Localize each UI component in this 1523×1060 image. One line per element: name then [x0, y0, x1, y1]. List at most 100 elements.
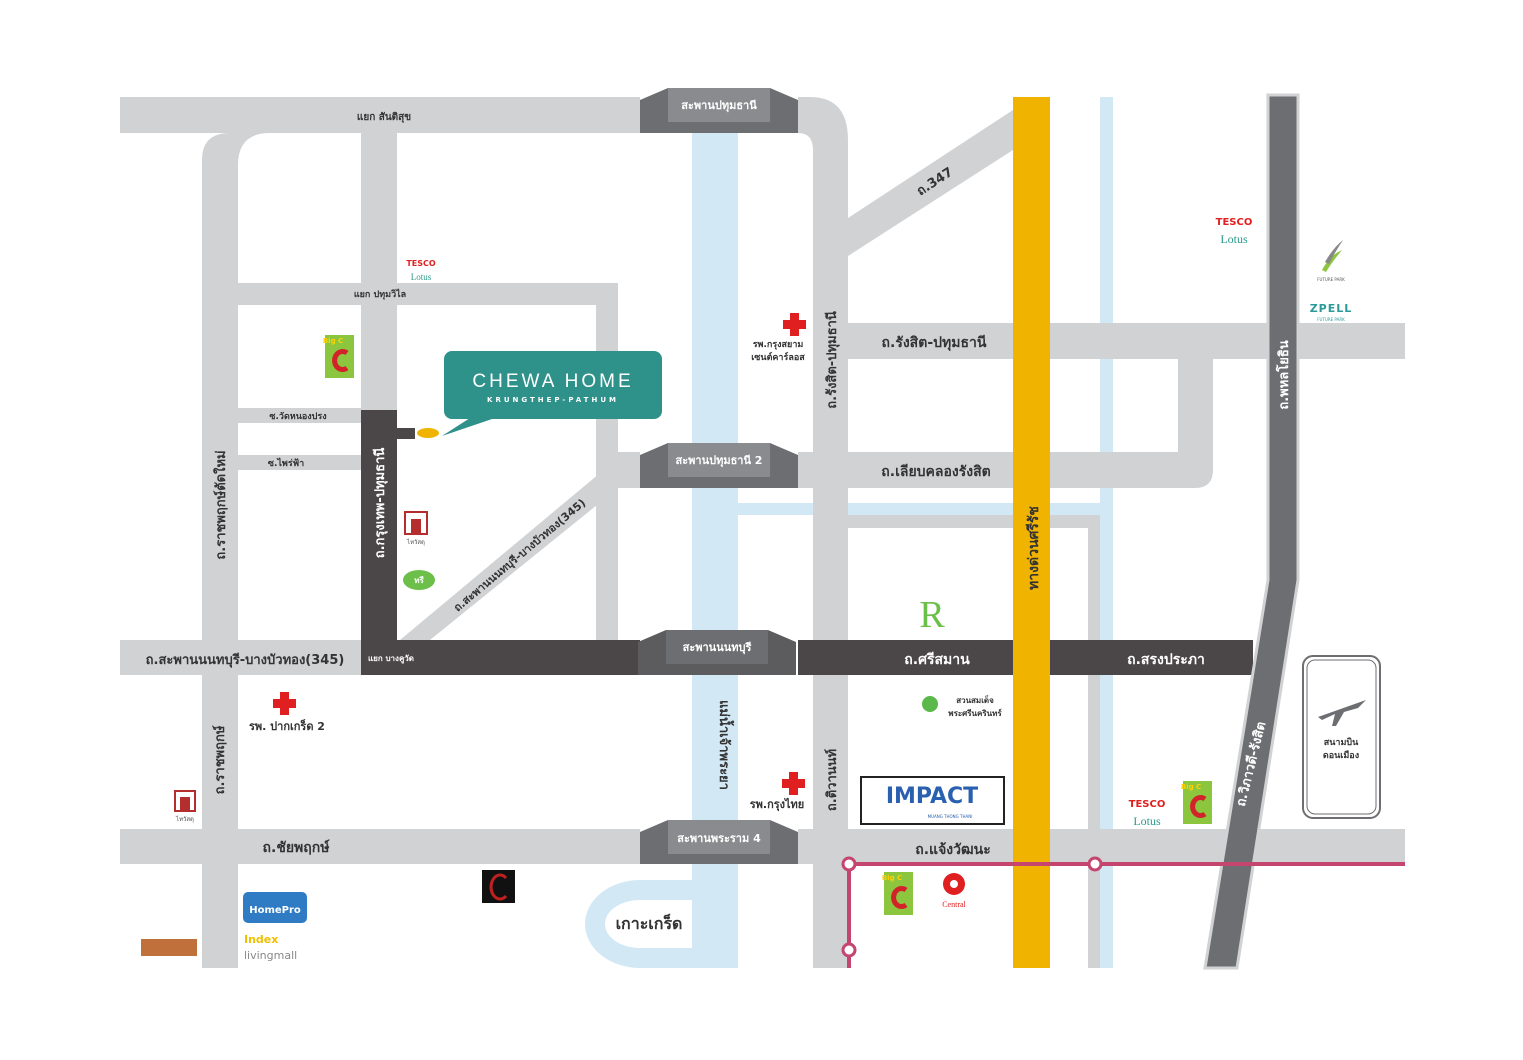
- impact-logo: IMPACT MUANG THONG THANI: [860, 776, 1005, 825]
- label-santisuk: แยก สันติสุข: [357, 111, 411, 123]
- label-tiwanon: ถ.ติวานนท์: [824, 749, 840, 811]
- hospital-icon: [783, 313, 806, 336]
- road-phrai-fa: [238, 455, 361, 470]
- logo-text: FUTURE PARK: [1317, 277, 1345, 282]
- label-ko-kret: เกาะเกร็ด: [616, 912, 683, 933]
- big-c-logo: Big C: [882, 872, 913, 915]
- rail-station: [841, 856, 857, 872]
- logo-text: Lotus: [411, 272, 432, 282]
- label-rangsit-pathum-vertical: ถ.รังสิต-ปทุมธานี: [824, 311, 840, 409]
- logo-text: ZPELL: [1310, 302, 1353, 315]
- park-sri-nakarin: สวนสมเด็จ พระศรีนครินทร์: [922, 694, 1002, 718]
- label-si-saman: ถ.ศรีสมาน: [904, 652, 970, 668]
- label-pathumwilai: แยก ปทุมวิไล: [354, 288, 406, 300]
- logo-text: Lotus: [1133, 814, 1161, 828]
- project-location-marker[interactable]: [417, 428, 439, 438]
- logo-text: TESCO: [1129, 799, 1166, 810]
- thaiwatsadu-logo: ไทวัสดุ: [404, 511, 428, 546]
- label-chaengwattana: ถ.แจ้งวัฒนะ: [915, 842, 990, 858]
- label-ratchaphruek-new: ถ.ราชพฤกษ์ตัดใหม่: [212, 450, 229, 559]
- index-livingmall-logo: Index livingmall: [244, 933, 297, 962]
- label-rangsit-pathum: ถ.รังสิต-ปทุมธานี: [882, 335, 987, 351]
- road-345-west: [120, 640, 361, 675]
- airplane-icon: [1318, 700, 1366, 726]
- road-diagonal-345: [400, 458, 618, 640]
- hospital-icon: [273, 692, 296, 715]
- bridge-label: สะพานนนทบุรี: [683, 641, 752, 655]
- road-tiwanon: [798, 97, 848, 968]
- big-c-mark-icon: [332, 349, 349, 372]
- label-diag-345: ถ.สะพานนนทบุรี-บางบัวทอง(345): [451, 496, 589, 615]
- road-chaiyaphruek: [120, 829, 640, 864]
- label-bang-khu-wat: แยก บางคูวัด: [368, 654, 414, 664]
- bridge-pathum: สะพานปทุมธานี: [640, 88, 798, 133]
- road-krungthep-pathum-north: [361, 133, 397, 410]
- roads: [120, 97, 1405, 968]
- project-access-road: [397, 428, 415, 439]
- rail-station: [1087, 856, 1103, 872]
- label-songprapa: ถ.สรงประภา: [1127, 652, 1205, 668]
- label-345: ถ.สะพานนนทบุรี-บางบัวทอง(345): [146, 652, 345, 668]
- logo-text: TESCO: [1216, 217, 1253, 228]
- logo-text: Central: [942, 900, 966, 909]
- thaiwatsadu-logo: ไทวัสดุ: [174, 790, 196, 823]
- road-wat-nong-prong: [238, 408, 361, 423]
- label-liap-khlong: ถ.เลียบคลองรังสิต: [881, 464, 990, 480]
- tree-icon: [922, 696, 938, 712]
- airport-name: สนามบิน: [1324, 737, 1359, 748]
- robinson-logo: R: [919, 594, 945, 636]
- brand-name: CHEWA HOME: [472, 371, 633, 392]
- airport-don-mueang: สนามบิน ดอนเมือง: [1302, 655, 1381, 819]
- road-phahon-vibhavadi: [1203, 93, 1300, 970]
- big-c-mark-icon: [891, 886, 908, 909]
- bridge-pathum-2: สะพานปทุมธานี 2: [640, 443, 798, 488]
- logo-text: Big C: [882, 874, 902, 882]
- logo-text: Big C: [1181, 783, 1201, 791]
- rail-line: [841, 856, 1405, 968]
- logo-text: Big C: [323, 337, 343, 345]
- logo-text: ไทวัสดุ: [406, 538, 425, 546]
- logo-text: FUTURE PARK: [1317, 317, 1345, 322]
- park-name: สวนสมเด็จ: [956, 694, 994, 705]
- bridge-nonthaburi: สะพานนนทบุรี: [638, 630, 796, 675]
- logo-text: HomePro: [249, 905, 301, 916]
- airport-name: ดอนเมือง: [1323, 749, 1359, 761]
- tesco-lotus-logo: TESCO Lotus: [1216, 217, 1253, 246]
- tesco-lotus-logo: TESCO Lotus: [1129, 799, 1166, 828]
- bridge-rama4: สะพานพระราม 4: [640, 820, 798, 864]
- tesco-lotus-logo: TESCO Lotus: [406, 259, 436, 282]
- hospital-name: รพ.กรุงสยาม: [753, 340, 804, 350]
- road-chaengwattana: [798, 829, 1405, 864]
- future-park-logo: FUTURE PARK: [1317, 240, 1345, 282]
- hospital-name: รพ. ปากเกร็ด 2: [249, 719, 325, 733]
- road-santisuk-loop: [120, 97, 640, 968]
- big-c-logo: Big C: [323, 335, 354, 378]
- tree-mall-logo: ทรี: [403, 570, 435, 590]
- hospital-siam: รพ.กรุงสยาม เซนต์คาร์ลอส: [751, 313, 806, 363]
- road-krungthep-pathum: [361, 410, 397, 675]
- logo-text: ไทวัสดุ: [175, 815, 194, 823]
- bridge-label: สะพานปทุมธานี 2: [676, 454, 763, 468]
- park-name: พระศรีนครินทร์: [948, 708, 1002, 718]
- zpell-logo: ZPELL FUTURE PARK: [1310, 302, 1353, 322]
- logo-text: R: [919, 594, 945, 636]
- logo-text: ทรี: [414, 575, 424, 585]
- c-mark-icon: [489, 873, 508, 901]
- chewa-home-callout[interactable]: CHEWA HOME KRUNGTHEP-PATHUM: [442, 351, 662, 436]
- expressway-si-rat: [1013, 97, 1050, 968]
- logo-text: Index: [244, 933, 278, 946]
- brand-sub: KRUNGTHEP-PATHUM: [487, 396, 619, 404]
- c-logo: [482, 870, 515, 903]
- canal-vertical: [1100, 97, 1113, 968]
- rail-station: [841, 942, 857, 958]
- road-liap-khlong: [798, 323, 1213, 488]
- logo-text: livingmall: [244, 949, 297, 962]
- hospital-icon: [782, 772, 805, 795]
- label-chaiyaphruek: ถ.ชัยพฤกษ์: [263, 839, 330, 856]
- big-c-logo: Big C: [1181, 781, 1212, 824]
- logo-text: IMPACT: [886, 784, 978, 809]
- main-roads: [361, 410, 1253, 675]
- pure-place-logo: [141, 939, 197, 956]
- big-c-mark-icon: [1190, 795, 1207, 818]
